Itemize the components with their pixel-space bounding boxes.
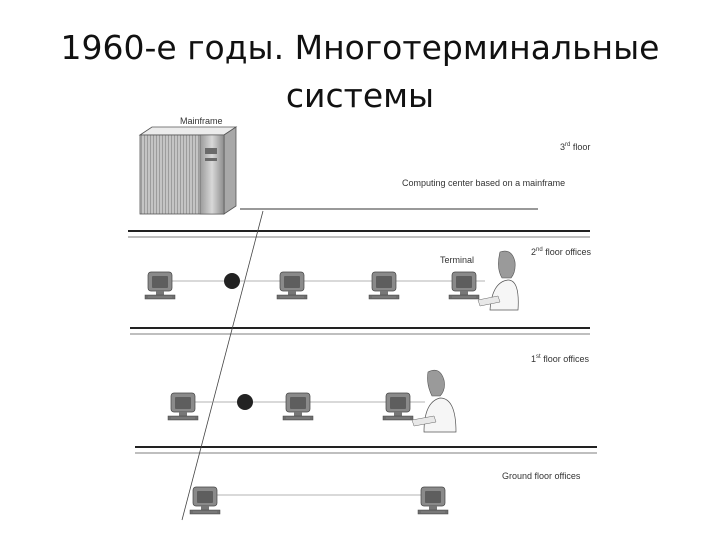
terminal-label: Terminal bbox=[440, 255, 474, 265]
computing-center-label: Computing center based on a mainframe bbox=[402, 178, 565, 188]
junction-node-icon bbox=[224, 273, 240, 289]
riser-cable bbox=[181, 210, 264, 521]
terminal-icon bbox=[276, 271, 308, 300]
terminal-icon bbox=[368, 271, 400, 300]
junction-node-icon bbox=[237, 394, 253, 410]
terminal-icon bbox=[448, 271, 480, 300]
floor-3-label: 3rd floor bbox=[560, 142, 590, 152]
slide-title: 1960-е годы. Многотерминальные системы bbox=[0, 24, 720, 120]
mainframe-label: Mainframe bbox=[180, 116, 223, 126]
person-icon bbox=[411, 369, 457, 433]
ground-floor-label: Ground floor offices bbox=[502, 471, 581, 481]
title-line-2: системы bbox=[285, 76, 435, 115]
floor-separator-1-ground bbox=[135, 446, 597, 454]
terminal-icon bbox=[189, 486, 221, 515]
floor-separator-2-1 bbox=[130, 327, 590, 335]
terminal-icon bbox=[382, 392, 414, 421]
terminal-icon bbox=[417, 486, 449, 515]
floor-1-label: 1st floor offices bbox=[531, 354, 590, 364]
terminal-icon bbox=[167, 392, 199, 421]
title-line-1: 1960-е годы. Многотерминальные bbox=[60, 28, 660, 67]
floor-2-label: 2nd floor offices bbox=[531, 247, 592, 257]
mainframe-icon bbox=[138, 126, 238, 215]
terminal-icon bbox=[282, 392, 314, 421]
terminal-icon bbox=[144, 271, 176, 300]
floor-separator-3-2 bbox=[128, 230, 590, 238]
person-icon bbox=[477, 250, 519, 311]
